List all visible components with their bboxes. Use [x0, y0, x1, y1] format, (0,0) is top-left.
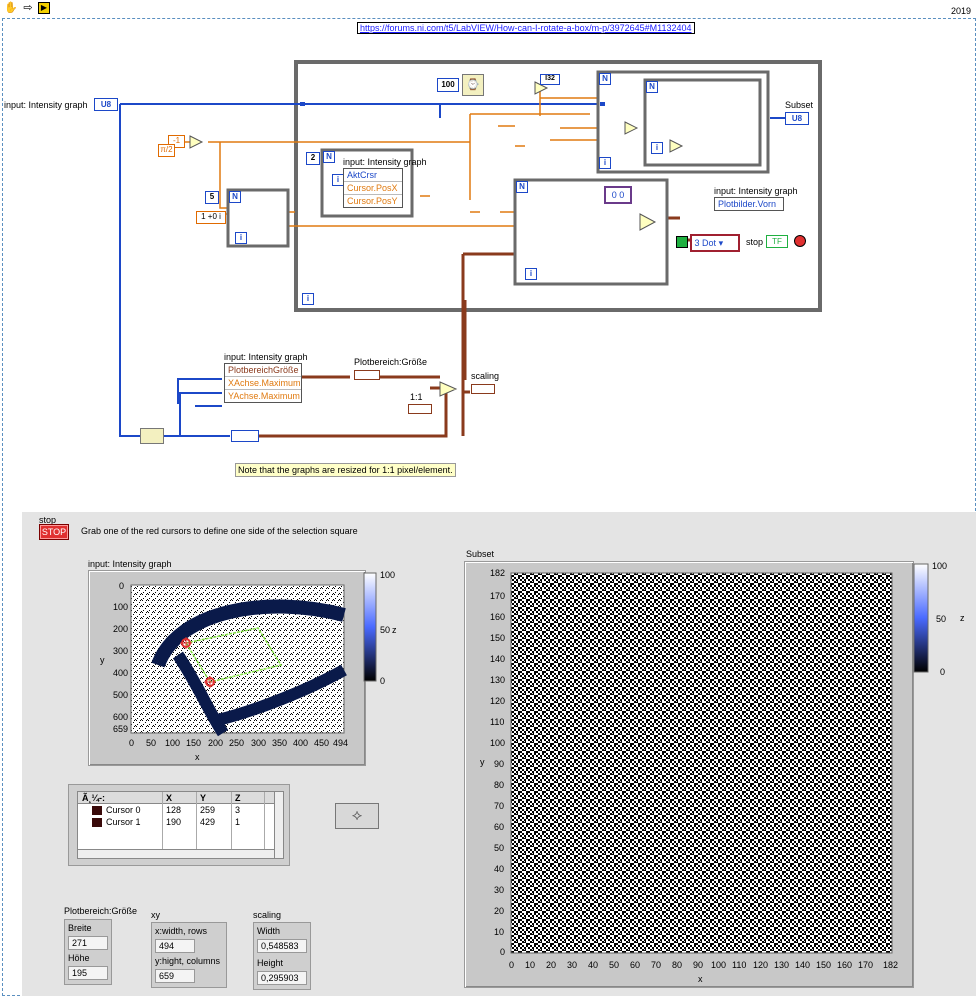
subset-u8-terminal[interactable]: U8: [785, 112, 809, 125]
cursor-property-node[interactable]: input: Intensity graph AktCrsr Cursor.Po…: [343, 157, 427, 208]
i-terminal-5: i: [525, 268, 537, 280]
i32-const[interactable]: I32: [540, 74, 560, 85]
n-terminal-1: N: [599, 73, 611, 85]
i-terminal-1: i: [599, 157, 611, 169]
plotbereich-terminal[interactable]: [354, 370, 380, 380]
dot-enum-const[interactable]: 3 Dot ▾: [690, 234, 740, 252]
labview-icon[interactable]: ▶: [38, 2, 50, 14]
const-5[interactable]: 5: [205, 191, 219, 204]
scaling-terminal[interactable]: [471, 384, 495, 394]
cursor-table-hscroll[interactable]: [77, 849, 276, 859]
cursor-legend[interactable]: Ã¸¼-: X Y Z Cursor 0 128 259 3 Cursor 1 …: [68, 784, 290, 866]
note-label: Note that the graphs are resized for 1:1…: [235, 463, 456, 477]
posx-property: Cursor.PosX: [344, 182, 402, 195]
ratio-label: 1:1: [410, 392, 423, 402]
bundle-node[interactable]: [231, 430, 259, 442]
cursor-1-marker: [204, 676, 216, 688]
forum-url-link[interactable]: https://forums.ni.com/t5/LabVIEW/How-can…: [357, 22, 695, 34]
bool-true-const[interactable]: [676, 236, 688, 248]
scaling-height-value: 0,295903: [257, 971, 307, 985]
n-terminal-2: N: [646, 81, 658, 93]
for-loop-mask: [513, 178, 669, 286]
instruction-text: Grab one of the red cursors to define on…: [81, 526, 358, 536]
breite-value: 271: [68, 936, 108, 950]
scaling-width-value: 0,548583: [257, 939, 307, 953]
graph2-title: Subset: [466, 549, 495, 559]
complex-const[interactable]: 1 +0 i: [196, 211, 226, 224]
i-terminal-2: i: [651, 142, 663, 154]
intensity-graph[interactable]: [88, 570, 408, 764]
cursor-1-name: Cursor 1: [106, 817, 141, 827]
const-2[interactable]: 2: [306, 152, 320, 165]
cursor-1-swatch: [92, 818, 102, 827]
xy-title: xy: [151, 910, 160, 920]
cursor-0-marker: [180, 637, 192, 649]
input-u8-terminal[interactable]: U8: [94, 98, 118, 111]
block-diagram-wires: [119, 60, 822, 438]
ratio-const[interactable]: [408, 404, 432, 414]
while-loop-border: [294, 60, 822, 312]
cursor-0-swatch: [92, 806, 102, 815]
hoehe-value: 195: [68, 966, 108, 980]
array-size-node[interactable]: [140, 428, 164, 444]
cursor-table-vscroll[interactable]: [274, 791, 284, 859]
graph1-labels: x y z 100 50 0 0 100 200 300 400 500 600…: [100, 570, 397, 762]
i-terminal-4: i: [235, 232, 247, 244]
n-terminal-5: N: [516, 181, 528, 193]
scaling-diagram-label: scaling: [471, 371, 500, 381]
n-terminal-4: N: [229, 191, 241, 203]
plotbilder-property-node[interactable]: input: Intensity graph Plotbilder.Vorn: [714, 186, 798, 211]
wait-timer-icon[interactable]: ⌚: [462, 74, 484, 96]
stop-tf-terminal[interactable]: TF: [766, 235, 788, 248]
xy-width-value: 494: [155, 939, 195, 953]
toolbar: ✋ ⇨ ▶ 2019: [0, 0, 979, 16]
scaling-cluster: Width 0,548583 Height 0,295903: [253, 922, 311, 990]
subset-graph[interactable]: [464, 561, 974, 986]
plotbereich-fp-title: Plotbereich:Größe: [64, 906, 138, 916]
year-label: 2019: [950, 6, 971, 16]
stop-condition-icon[interactable]: [794, 235, 806, 247]
pi-half-const[interactable]: π/2: [158, 144, 175, 157]
for-loop-inner: [643, 78, 762, 167]
cursor-table: Ã¸¼-: X Y Z Cursor 0 128 259 3 Cursor 1 …: [77, 791, 276, 851]
hand-tool-icon[interactable]: ✋: [4, 2, 18, 14]
graph1-title: input: Intensity graph: [88, 559, 172, 569]
scaling-fp-title: scaling: [253, 910, 282, 920]
n-terminal-3: N: [323, 151, 335, 163]
cursor-move-diamond-icon[interactable]: ⟡: [335, 803, 379, 829]
plotbereich-diagram-label: Plotbereich:Größe: [354, 357, 428, 367]
aktcrsr-property: AktCrsr: [344, 169, 402, 182]
xy-height-value: 659: [155, 969, 195, 983]
run-arrow-icon[interactable]: ⇨: [23, 2, 33, 14]
stop-diagram-label: stop: [746, 237, 764, 247]
const-100[interactable]: 100: [437, 78, 459, 92]
graph2-labels: x y z 100 50 0 182 170 160 150 140 130 1…: [480, 561, 965, 984]
subset-label: Subset: [785, 100, 814, 110]
plotbereich-cluster: Breite 271 Höhe 195: [64, 919, 112, 985]
i-terminal-while: i: [302, 293, 314, 305]
cursor-0-name: Cursor 0: [106, 805, 141, 815]
stop-fp-label: stop: [39, 515, 57, 525]
zero-array-const[interactable]: 0 0: [604, 186, 632, 204]
xy-cluster: x:width, rows 494 y:hight, columns 659: [151, 922, 227, 988]
stop-button[interactable]: STOP: [39, 524, 69, 540]
posy-property: Cursor.PosY: [347, 196, 398, 206]
input-graph-label: input: Intensity graph: [4, 100, 88, 110]
plot-area-property-node[interactable]: input: Intensity graph PlotbereichGröße …: [224, 352, 308, 403]
